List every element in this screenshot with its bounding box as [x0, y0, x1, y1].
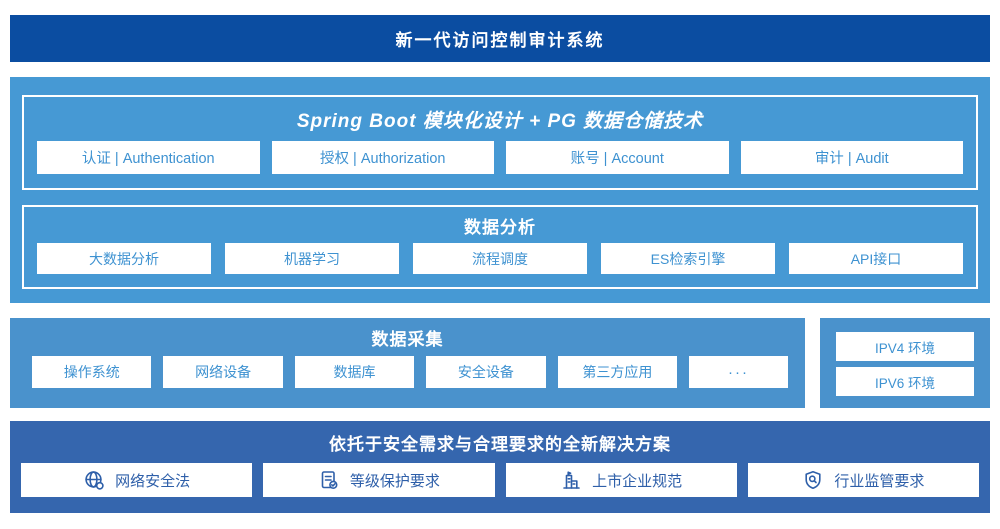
module-audit-label: 审计 | Audit: [814, 151, 889, 167]
analysis-title: 数据分析: [464, 217, 536, 237]
shield-search-icon: [802, 469, 824, 491]
module-machine-learning-label: 机器学习: [284, 250, 340, 267]
module-authentication-label: 认证 | Authentication: [81, 151, 215, 167]
source-third-party-label: 第三方应用: [582, 364, 653, 380]
source-database-label: 数据库: [333, 364, 376, 380]
source-os-label: 操作系统: [63, 364, 120, 380]
env-ipv4: IPV4 环境: [836, 332, 974, 361]
solution-classified-protection: 等级保护要求: [263, 463, 495, 497]
module-bigdata-label: 大数据分析: [89, 250, 159, 267]
solution-classified-protection-label: 等级保护要求: [349, 472, 440, 490]
solution-cybersecurity-law: 网络安全法: [21, 463, 253, 497]
module-es-search-label: ES检索引擎: [650, 250, 726, 267]
solution-industry-regulation-label: 行业监管要求: [834, 472, 925, 490]
source-network-device-label: 网络设备: [195, 364, 252, 380]
solution-cybersecurity-law-label: 网络安全法: [115, 472, 191, 490]
page-title: 新一代访问控制审计系统: [395, 31, 605, 50]
module-machine-learning: 机器学习: [225, 243, 399, 274]
collection-module-row: 操作系统 网络设备 数据库 安全设备 第三方应用 ···: [32, 356, 789, 388]
module-authentication: 认证 | Authentication: [37, 141, 260, 174]
analysis-module-row: 大数据分析 机器学习 流程调度 ES检索引擎 API接口: [37, 243, 963, 274]
source-database: 数据库: [294, 356, 415, 388]
env-ipv6-label: IPV6 环境: [874, 375, 936, 391]
source-third-party: 第三方应用: [557, 356, 678, 388]
solution-listed-company: 上市企业规范: [505, 463, 737, 497]
platform-layer: Spring Boot 模块化设计 + PG 数据仓储技术 认证 | Authe…: [10, 77, 990, 303]
module-es-search: ES检索引擎: [601, 243, 775, 274]
env-ipv6: IPV6 环境: [836, 367, 974, 396]
module-workflow: 流程调度: [413, 243, 587, 274]
module-audit: 审计 | Audit: [740, 141, 963, 174]
analysis-section: 数据分析 大数据分析 机器学习 流程调度 ES检索引擎 API接口: [22, 205, 978, 289]
collection-section: 数据采集 操作系统 网络设备 数据库 安全设备 第三方应用 ···: [10, 318, 805, 408]
module-bigdata: 大数据分析: [37, 243, 211, 274]
module-account: 账号 | Account: [506, 141, 729, 174]
page-title-banner: 新一代访问控制审计系统: [10, 15, 990, 62]
module-api-label: API接口: [850, 250, 902, 267]
platform-section: Spring Boot 模块化设计 + PG 数据仓储技术 认证 | Authe…: [22, 95, 978, 190]
env-ipv4-label: IPV4 环境: [874, 340, 936, 356]
solution-industry-regulation: 行业监管要求: [747, 463, 979, 497]
source-os: 操作系统: [32, 356, 152, 388]
collection-title: 数据采集: [371, 329, 444, 349]
solution-section: 依托于安全需求与合理要求的全新解决方案 网络安全法: [10, 421, 990, 513]
module-workflow-label: 流程调度: [472, 250, 528, 267]
source-network-device: 网络设备: [163, 356, 283, 388]
solution-item-row: 网络安全法 等级保护要求: [21, 463, 979, 497]
platform-module-row: 认证 | Authentication 授权 | Authorization 账…: [37, 141, 963, 174]
module-authorization: 授权 | Authorization: [271, 141, 494, 174]
solution-listed-company-label: 上市企业规范: [592, 472, 683, 490]
building-icon: [560, 469, 582, 491]
solution-title: 依托于安全需求与合理要求的全新解决方案: [329, 434, 671, 454]
globe-icon: [83, 469, 105, 491]
module-authorization-label: 授权 | Authorization: [320, 151, 446, 167]
source-more-ellipsis: ···: [689, 356, 789, 388]
document-check-icon: [318, 469, 340, 491]
module-account-label: 账号 | Account: [570, 151, 664, 167]
environment-section: IPV4 环境 IPV6 环境: [820, 318, 990, 408]
module-api: API接口: [789, 243, 963, 274]
source-security-device-label: 安全设备: [457, 364, 514, 380]
source-security-device: 安全设备: [426, 356, 546, 388]
platform-title: Spring Boot 模块化设计 + PG 数据仓储技术: [296, 110, 704, 132]
source-more-label: ···: [728, 363, 750, 381]
